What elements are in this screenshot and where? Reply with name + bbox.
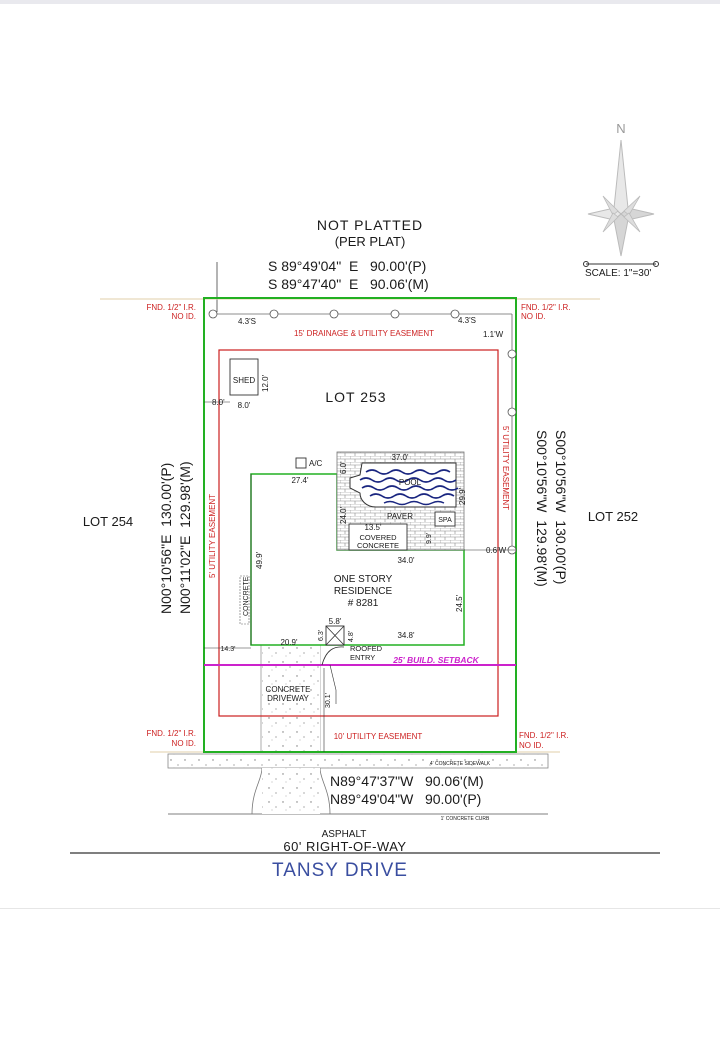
sidewalk [167,753,549,769]
covered-concrete [348,523,408,551]
north-letter: N [616,121,625,136]
walkway [329,664,337,704]
entry-label-1: ROOFED [350,644,383,653]
fence-posts [208,309,517,555]
easement-outline [218,349,499,717]
dim-14-3: 14.3' [221,646,236,653]
top-bar [0,0,720,4]
entry-label-2: ENTRY [350,653,375,662]
left-bearing-measured: N00°11'02"E 129.98'(M) [177,461,193,614]
spa-label: SPA [438,517,452,524]
covered-width-dim: 13.5' [364,523,382,532]
per-plat-label: (PER PLAT) [335,234,406,249]
corner-tl-2: NO ID. [172,312,196,321]
lot-boundary [203,297,517,753]
shed-width-dim: 8.0' [238,401,251,410]
scale-end [653,261,659,267]
concrete-pad-label: CONCRETE [243,576,250,616]
north-arrow-icon [587,139,655,257]
ac-unit-icon [295,457,307,469]
page-separator [0,908,720,909]
corner-tr-2: NO ID. [521,312,545,321]
driveway-surface [262,645,320,752]
driveway-apron [251,767,331,815]
scale-label: SCALE: 1"=30' [585,268,651,279]
dim-6-0: 6.0' [339,461,348,474]
shed [229,358,259,396]
dim-6-3: 6.3' [318,630,325,641]
dim-49-9: 49.9' [255,551,264,569]
dim-27-4: 27.4' [291,476,309,485]
setback-label: 25' BUILD. SETBACK [392,655,479,665]
right-offset-label: 0.6'W [486,546,507,555]
left-bearing-plat: N00°10'56"E 130.00'(P) [158,463,174,614]
corner-bl-2: NO ID. [172,739,196,748]
right-bearing-measured: S00°10'56"W 129.98'(M) [534,430,550,587]
driveway-label-1: CONCRETE [266,685,311,694]
spa [434,511,456,527]
concrete-pad [239,575,250,625]
dim-5-8: 5.8' [329,617,342,626]
scale-end [583,261,589,267]
dim-24-0: 24.0' [339,506,348,524]
covered-label-1: COVERED [359,533,397,542]
shed-height-dim: 12.0' [261,374,270,392]
entry-walk [321,646,345,666]
left-easement-label: 5' UTILITY EASEMENT [208,494,217,578]
top-right-w-offset: 1.1'W [483,330,504,339]
curb-label: 1' CONCRETE CURB [441,816,490,822]
sidewalk-label: 4' CONCRETE SIDEWALK [430,761,491,767]
driveway-length-dim: 30.1' [325,693,332,708]
pool [349,462,459,508]
street-name: TANSY DRIVE [272,860,408,881]
pool-width-dim: 37.0' [391,453,409,462]
covered-label-2: CONCRETE [357,541,399,550]
corner-br-1: FND. 1/2" I.R. [519,731,569,740]
lot-253-label: LOT 253 [325,389,386,405]
corner-bl-1: FND. 1/2" I.R. [146,729,196,738]
right-easement-label: 5' UTILITY EASEMENT [501,426,510,510]
bottom-bearing-measured: N89°47'37"W 90.06'(M) [330,773,484,789]
asphalt-label: ASPHALT [322,829,367,840]
dim-4-8: 4.8' [348,631,355,642]
top-bearing-measured: S 89°47'40" E 90.06'(M) [268,276,429,292]
paver-label: PAVER [387,512,413,521]
corner-tr-1: FND. 1/2" I.R. [521,303,571,312]
shed-setback-dim: 8.0' [212,398,225,407]
lot-254-label: LOT 254 [83,514,133,529]
dim-34-8: 34.8' [397,631,415,640]
not-platted-label: NOT PLATTED [317,217,423,233]
dim-34-0: 34.0' [397,556,415,565]
shed-label: SHED [233,376,255,385]
ac-label: A/C [309,459,323,468]
bottom-easement-label: 10' UTILITY EASEMENT [334,732,423,741]
top-left-offset: 4.3'S [238,317,256,326]
right-bearing-plat: S00°10'56"W 130.00'(P) [553,430,569,584]
driveway-apron-surface [262,768,320,814]
top-right-offset: 4.3'S [458,316,476,325]
house-label-1: ONE STORY [334,574,393,585]
house-label-2: RESIDENCE [334,586,393,597]
corner-tl-1: FND. 1/2" I.R. [146,303,196,312]
drainage-easement-label: 15' DRAINAGE & UTILITY EASEMENT [294,329,434,338]
roofed-entry-cross [325,625,345,646]
covered-depth-dim: 9.9' [426,533,433,544]
pool-label: POOL [399,478,422,487]
dim-24-5: 24.5' [455,594,464,612]
dim-20-9: 20.9' [280,638,298,647]
lot-252-label: LOT 252 [588,509,638,524]
driveway-label-2: DRIVEWAY [267,694,309,703]
dimension-lines [204,401,516,752]
corner-br-2: NO ID. [519,741,543,750]
row-label: 60' RIGHT-OF-WAY [283,839,406,854]
pool-depth-dim: 29.9' [458,487,467,505]
bottom-bearing-plat: N89°49'04"W 90.00'(P) [330,791,481,807]
house-number: # 8281 [348,598,379,609]
top-bearing-plat: S 89°49'04" E 90.00'(P) [268,258,426,274]
